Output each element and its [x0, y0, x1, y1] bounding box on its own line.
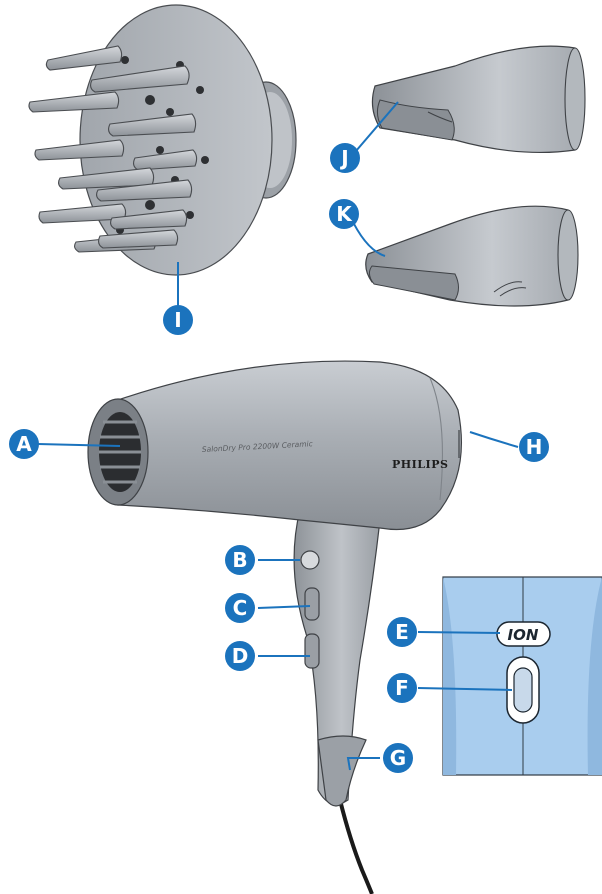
callout-E: E	[387, 617, 417, 647]
ion-label-badge	[496, 621, 551, 647]
power-cord	[338, 799, 374, 894]
callout-J: J	[330, 143, 360, 173]
callout-H: H	[519, 432, 549, 462]
cord-guard	[317, 735, 367, 807]
ion-switch-detail-panel: ION	[442, 576, 602, 776]
callout-C: C	[225, 593, 255, 623]
speed-switch[interactable]	[304, 633, 320, 669]
callout-E-label: E	[395, 620, 409, 644]
callout-G: G	[383, 743, 413, 773]
callout-K: K	[329, 199, 359, 229]
callout-H-label: H	[526, 435, 543, 459]
callout-F-label: F	[395, 676, 409, 700]
diffuser-fingers	[28, 45, 198, 253]
callout-I-label: I	[174, 308, 181, 332]
callout-F: F	[387, 673, 417, 703]
callout-G-label: G	[390, 746, 406, 770]
callout-D-label: D	[232, 644, 249, 668]
heat-switch[interactable]	[304, 587, 320, 621]
callout-A: A	[9, 429, 39, 459]
brand-logo: PHILIPS	[392, 458, 448, 471]
callout-A-label: A	[16, 432, 32, 456]
callout-I: I	[163, 305, 193, 335]
callout-C-label: C	[233, 596, 248, 620]
ion-label: ION	[508, 626, 539, 644]
callout-B: B	[225, 545, 255, 575]
diffuser-attachment	[28, 4, 297, 276]
callout-K-label: K	[336, 202, 353, 226]
concentrator-nozzle-wide	[371, 45, 586, 154]
callout-J-label: J	[339, 146, 348, 170]
callout-B-label: B	[232, 548, 247, 572]
concentrator-nozzle-narrow	[365, 205, 579, 307]
callout-D: D	[225, 641, 255, 671]
cool-shot-button[interactable]	[300, 550, 320, 570]
dryer-body	[117, 360, 463, 531]
hair-dryer: SalonDry Pro 2200W Ceramic PHILIPS	[87, 360, 463, 894]
callout-leader-lines	[37, 101, 519, 771]
